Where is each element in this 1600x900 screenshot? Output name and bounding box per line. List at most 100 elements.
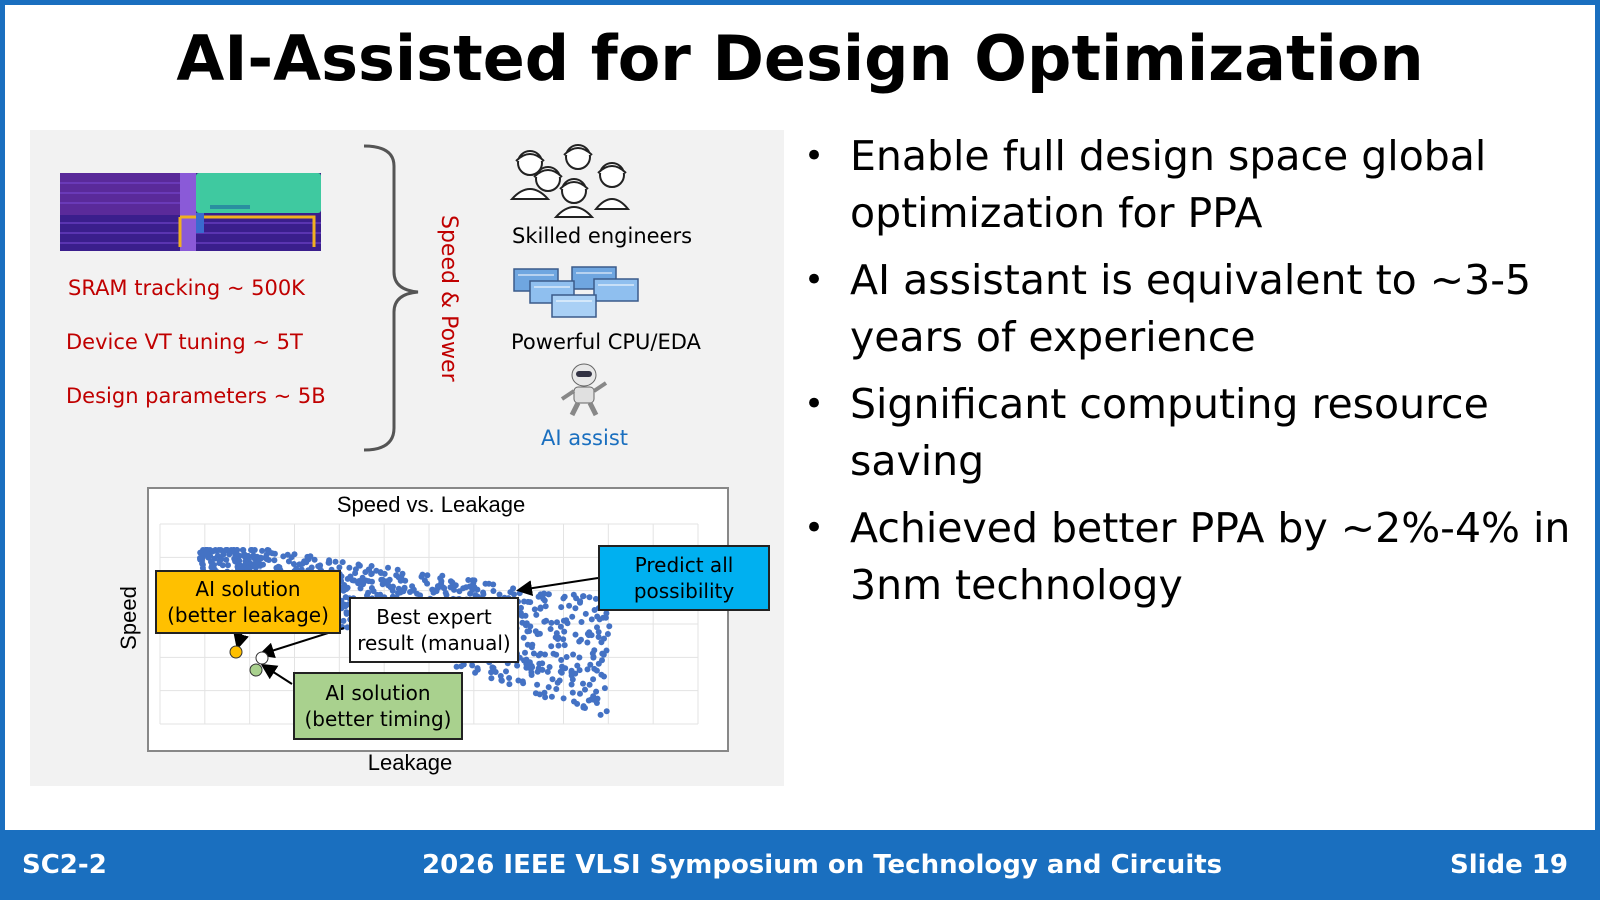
scatter-point — [515, 677, 522, 684]
scatter-point — [590, 653, 597, 660]
scatter-point — [480, 589, 487, 596]
scatter-point — [339, 559, 346, 566]
scatter-point — [535, 652, 542, 659]
scatter-point — [593, 688, 600, 695]
scatter-point — [568, 670, 575, 677]
scatter-point — [580, 704, 587, 711]
scatter-point — [582, 610, 589, 617]
scatter-point — [236, 562, 243, 568]
scatter-point — [451, 586, 457, 593]
scatter-point — [518, 604, 524, 611]
scatter-point — [544, 668, 551, 675]
scatter-point — [482, 580, 489, 587]
scatter-point — [260, 561, 266, 568]
scatter-point — [530, 650, 537, 657]
scatter-point — [326, 559, 333, 566]
scatter-point — [534, 668, 541, 675]
scatter-point — [217, 547, 224, 553]
scatter-point — [553, 651, 560, 658]
scatter-point — [592, 595, 599, 602]
scatter-point — [490, 581, 497, 588]
expert-line2: result (manual) — [357, 631, 511, 655]
scatter-point — [584, 630, 591, 637]
scatter-point — [222, 547, 229, 553]
scatter-point — [355, 580, 362, 587]
scatter-point — [357, 585, 364, 592]
scatter-point — [557, 668, 564, 675]
bullet-item: •Achieved better PPA by ~2%-4% in 3nm te… — [804, 504, 1571, 609]
chart-title: Speed vs. Leakage — [337, 492, 525, 517]
scatter-point — [472, 669, 479, 676]
scatter-point — [256, 556, 263, 563]
scatter-point — [271, 557, 278, 564]
scatter-point — [561, 628, 568, 635]
scatter-point — [397, 577, 404, 584]
scatter-point — [213, 547, 219, 554]
scatter-point — [584, 666, 591, 673]
scatter-point — [560, 636, 567, 643]
scatter-point — [378, 576, 385, 583]
scatter-point — [594, 613, 601, 620]
scatter-point — [401, 584, 408, 591]
scatter-point — [539, 666, 546, 673]
scatter-point — [553, 686, 560, 692]
bullet-text: Significant computing resource saving — [850, 380, 1489, 485]
scatter-point — [228, 547, 235, 553]
design-parameters-label: Design parameters ~ 5B — [66, 384, 326, 408]
scatter-point — [542, 694, 549, 701]
scatter-point — [593, 667, 600, 674]
scatter-point — [490, 665, 497, 671]
scatter-point — [560, 617, 567, 624]
scatter-point — [199, 555, 206, 561]
scatter-point — [365, 566, 372, 573]
scatter-point — [561, 642, 568, 649]
scatter-point — [578, 636, 584, 643]
scatter-point — [594, 624, 600, 631]
scatter-point — [453, 663, 460, 670]
scatter-point — [553, 630, 560, 637]
scatter-point — [588, 616, 595, 623]
scatter-point — [572, 631, 579, 638]
scatter-point — [460, 661, 467, 668]
footer-bar: SC2-2 2026 IEEE VLSI Symposium on Techno… — [0, 830, 1600, 900]
scatter-point — [522, 612, 529, 619]
scatter-point — [503, 668, 509, 675]
scatter-point — [576, 654, 583, 661]
scatter-point — [514, 662, 521, 669]
scatter-point — [284, 551, 291, 558]
ai-leakage-line2: (better leakage) — [167, 603, 329, 627]
expert-point — [255, 651, 269, 665]
scatter-point — [534, 681, 541, 688]
scatter-point — [374, 591, 381, 598]
scatter-point — [355, 561, 362, 568]
scatter-point — [595, 634, 602, 640]
scatter-point — [498, 677, 505, 684]
scatter-point — [511, 591, 517, 598]
skilled-engineers-label: Skilled engineers — [512, 224, 693, 248]
scatter-point — [559, 663, 565, 670]
scatter-point — [383, 578, 390, 585]
scatter-point — [250, 555, 257, 561]
scatter-point — [414, 590, 420, 597]
scatter-point — [377, 570, 384, 576]
scatter-point — [569, 689, 576, 696]
scatter-point — [211, 562, 217, 568]
scatter-point — [407, 589, 413, 595]
scatter-point — [214, 552, 221, 559]
scatter-point — [524, 641, 531, 648]
scatter-point — [603, 610, 610, 617]
scatter-point — [558, 604, 565, 611]
scatter-point — [346, 564, 353, 571]
scatter-point — [438, 580, 445, 587]
scatter-point — [223, 556, 230, 563]
expert-line1: Best expert — [376, 605, 492, 629]
scatter-point — [570, 651, 577, 658]
ai-leakage-callout: AI solution(better leakage) — [155, 570, 341, 634]
servers-icon — [513, 266, 639, 318]
scatter-point — [301, 558, 308, 565]
scatter-point — [531, 606, 538, 613]
scatter-point — [290, 561, 297, 567]
scatter-point — [568, 681, 575, 688]
